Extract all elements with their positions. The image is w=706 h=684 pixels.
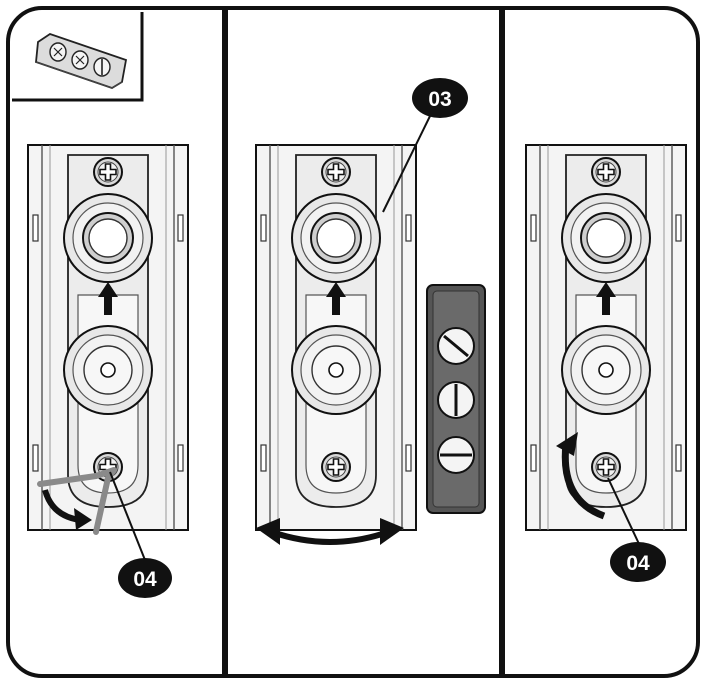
detail-inset-box: [12, 12, 144, 102]
callout-03: 03: [412, 78, 468, 118]
callout-leader-03: [382, 111, 433, 213]
panel-middle: 03: [256, 78, 486, 545]
rotate-arrow-head: [74, 508, 92, 530]
adjustment-screw-block-icon: [426, 284, 486, 514]
rotate-arrow-head-right: [556, 432, 578, 456]
hinge-plate-screws-icon: [35, 33, 128, 89]
double-arrow-icon: [271, 529, 389, 545]
callout-label: 04: [133, 568, 157, 591]
rotate-arrow-icon: [561, 443, 606, 520]
callout-label: 04: [626, 552, 650, 575]
callout-label: 03: [428, 88, 451, 111]
allen-key-icon: [37, 467, 117, 535]
double-arrow-right-head: [380, 518, 404, 545]
hinge-plate-right: [526, 145, 686, 530]
callout-04-right: 04: [610, 542, 666, 582]
hinge-plate-middle: [256, 145, 416, 530]
callout-04-left: 04: [118, 558, 172, 598]
double-arrow-left-head: [256, 518, 280, 545]
panel-left: 04: [12, 12, 188, 598]
callout-leader-04-right: [607, 477, 641, 547]
panel-right: 04: [526, 145, 686, 582]
callout-leader-04-left: [109, 471, 146, 561]
